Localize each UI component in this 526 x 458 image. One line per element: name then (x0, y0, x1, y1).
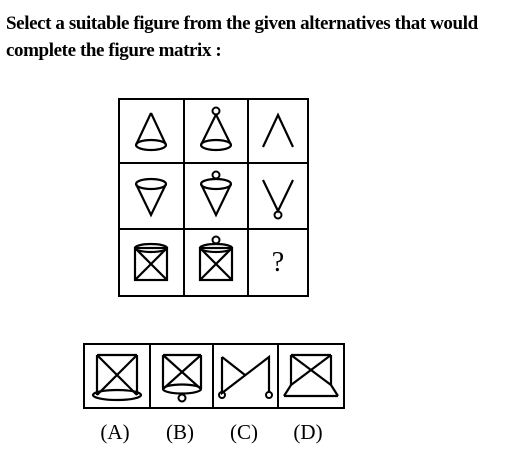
options-divider (277, 345, 279, 407)
matrix-cell-cone-up (120, 100, 183, 162)
box-cross-knob-figure (198, 235, 234, 282)
matrix-cell-cone-down (120, 164, 183, 228)
option-a-label: (A) (100, 420, 130, 444)
option-c-label: (C) (230, 420, 258, 444)
matrix-divider (120, 228, 307, 230)
matrix-cell-cone-up-knob (185, 100, 247, 162)
option-d-figure[interactable] (279, 345, 343, 407)
caret-down-knob-figure (262, 179, 294, 220)
question-text: Select a suitable figure from the given … (6, 13, 478, 61)
question-mark: ? (271, 246, 285, 278)
option-d-label: (D) (293, 420, 323, 444)
option-b-figure[interactable] (151, 345, 212, 407)
matrix-divider (120, 162, 307, 164)
matrix-cell-missing: ? (249, 230, 307, 295)
matrix-cell-box-cross (120, 230, 183, 295)
answer-options (83, 343, 345, 409)
box-cross-figure (133, 242, 169, 282)
matrix-cell-cone-down-knob (185, 164, 247, 228)
option-c-figure[interactable] (214, 345, 277, 407)
caret-up-figure (262, 112, 294, 148)
matrix-cell-caret-down-knob (249, 164, 307, 228)
cone-up-figure (134, 112, 168, 152)
matrix-cell-box-cross-knob (185, 230, 247, 295)
matrix-divider (247, 100, 249, 295)
figure-matrix: ? (118, 98, 309, 297)
cone-down-figure (134, 177, 168, 218)
cone-up-knob-figure (199, 106, 233, 152)
cone-down-knob-figure (199, 170, 233, 218)
options-divider (149, 345, 151, 407)
options-divider (212, 345, 214, 407)
option-b-label: (B) (166, 420, 194, 444)
option-a-figure[interactable] (85, 345, 149, 407)
matrix-divider (183, 100, 185, 295)
matrix-cell-caret-up (249, 100, 307, 162)
